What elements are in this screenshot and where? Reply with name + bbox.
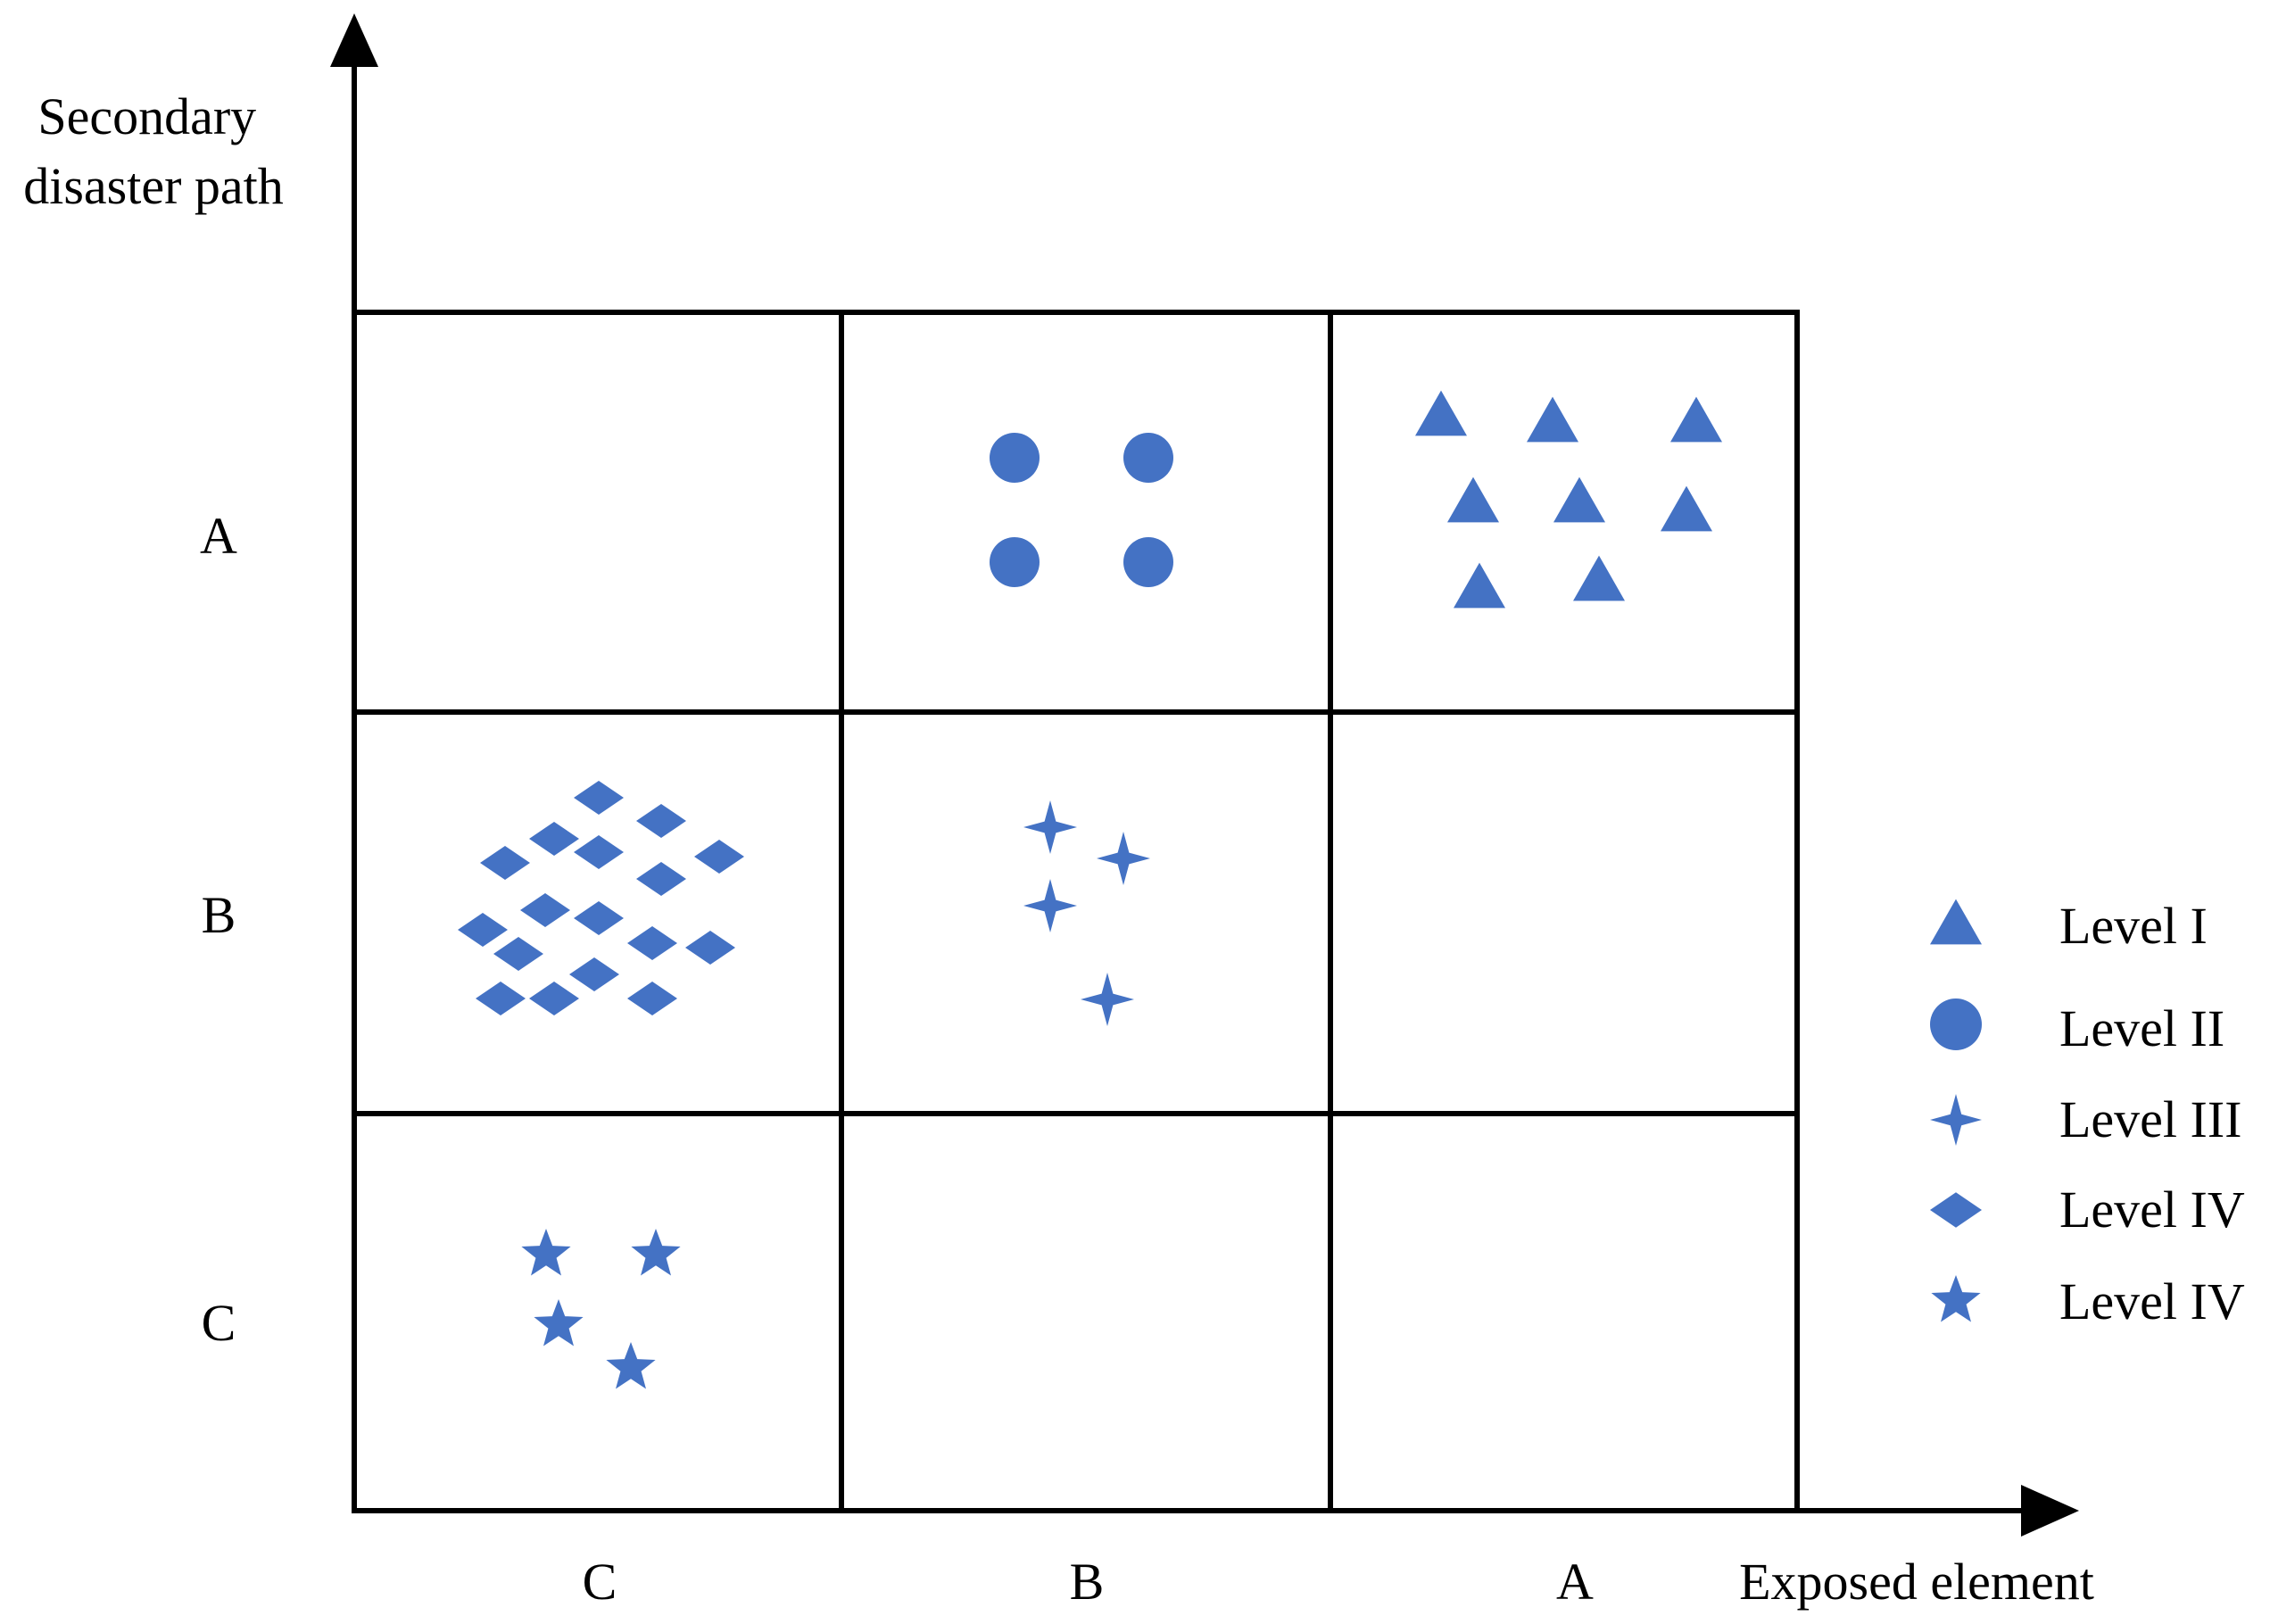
cell-markers — [458, 390, 1722, 1389]
legend-label-level-iv-2: Level IV — [2059, 1272, 2245, 1330]
column-label-a: A — [1556, 1553, 1594, 1611]
column-label-b: B — [1070, 1553, 1105, 1611]
diamond-marker — [493, 936, 543, 972]
four-point-star-marker — [1023, 879, 1077, 932]
four-point-star-marker — [1097, 832, 1150, 885]
circle-marker — [990, 433, 1040, 483]
legend-triangle-icon — [1930, 899, 1982, 945]
cell-b-b-markers — [1023, 800, 1150, 1026]
y-axis-title-line2: disaster path — [23, 157, 284, 215]
five-point-star-marker — [521, 1229, 571, 1276]
diamond-marker — [636, 803, 686, 839]
diamond-marker — [480, 845, 530, 881]
five-point-star-marker — [631, 1229, 681, 1276]
y-axis-title-line1: Secondary — [37, 87, 256, 145]
column-label-c: C — [583, 1553, 617, 1611]
legend: Level I Level II Level III Level IV Leve… — [1930, 897, 2245, 1330]
diamond-marker — [574, 834, 624, 870]
circle-marker — [1123, 537, 1173, 587]
triangle-marker — [1415, 390, 1467, 436]
legend-label-level-ii: Level II — [2059, 999, 2224, 1057]
diamond-marker — [529, 981, 579, 1016]
matrix-grid — [352, 310, 1800, 1513]
legend-label-level-iii: Level III — [2059, 1090, 2241, 1148]
four-point-star-marker — [1023, 800, 1077, 854]
triangle-marker — [1447, 476, 1499, 523]
legend-label-level-iv: Level IV — [2059, 1181, 2245, 1239]
diamond-marker — [520, 892, 570, 928]
triangle-marker — [1670, 396, 1722, 443]
circle-marker — [1123, 433, 1173, 483]
four-point-star-marker — [1081, 973, 1134, 1026]
triangle-marker — [1553, 476, 1605, 523]
diamond-marker — [694, 839, 744, 874]
circle-marker — [990, 537, 1040, 587]
diamond-marker — [627, 981, 677, 1016]
diamond-marker — [569, 957, 619, 992]
legend-icons — [1930, 899, 1982, 1322]
grid-border — [352, 310, 1800, 1513]
cell-b-c-markers — [458, 780, 744, 1016]
triangle-marker — [1573, 555, 1625, 601]
diamond-marker — [476, 981, 526, 1016]
x-axis-title: Exposed element — [1739, 1553, 2094, 1611]
legend-label-level-i: Level I — [2059, 897, 2208, 955]
five-point-star-marker — [606, 1342, 656, 1389]
diamond-marker — [685, 930, 735, 965]
legend-four-point-star-icon — [1930, 1094, 1982, 1146]
five-point-star-marker — [534, 1299, 584, 1346]
triangle-marker — [1527, 396, 1578, 443]
cell-c-c-markers — [521, 1229, 681, 1389]
diamond-marker — [529, 821, 579, 857]
triangle-marker — [1661, 485, 1712, 532]
diamond-marker — [574, 900, 624, 936]
diamond-marker — [458, 912, 508, 948]
row-label-b: B — [202, 886, 236, 944]
row-label-c: C — [202, 1294, 236, 1352]
row-label-a: A — [200, 507, 237, 565]
diamond-marker — [636, 861, 686, 897]
diamond-marker — [627, 925, 677, 961]
legend-circle-icon — [1930, 998, 1982, 1050]
triangle-marker — [1454, 562, 1505, 609]
cell-a-a-markers — [1415, 390, 1722, 609]
legend-diamond-icon — [1930, 1192, 1982, 1228]
y-axis-title: Secondary disaster path — [23, 87, 284, 215]
x-axis-arrowhead — [2021, 1485, 2079, 1537]
legend-five-point-star-icon — [1931, 1275, 1981, 1322]
diamond-marker — [574, 780, 624, 816]
y-axis-arrowhead — [330, 13, 378, 67]
cell-a-b-markers — [990, 433, 1173, 587]
